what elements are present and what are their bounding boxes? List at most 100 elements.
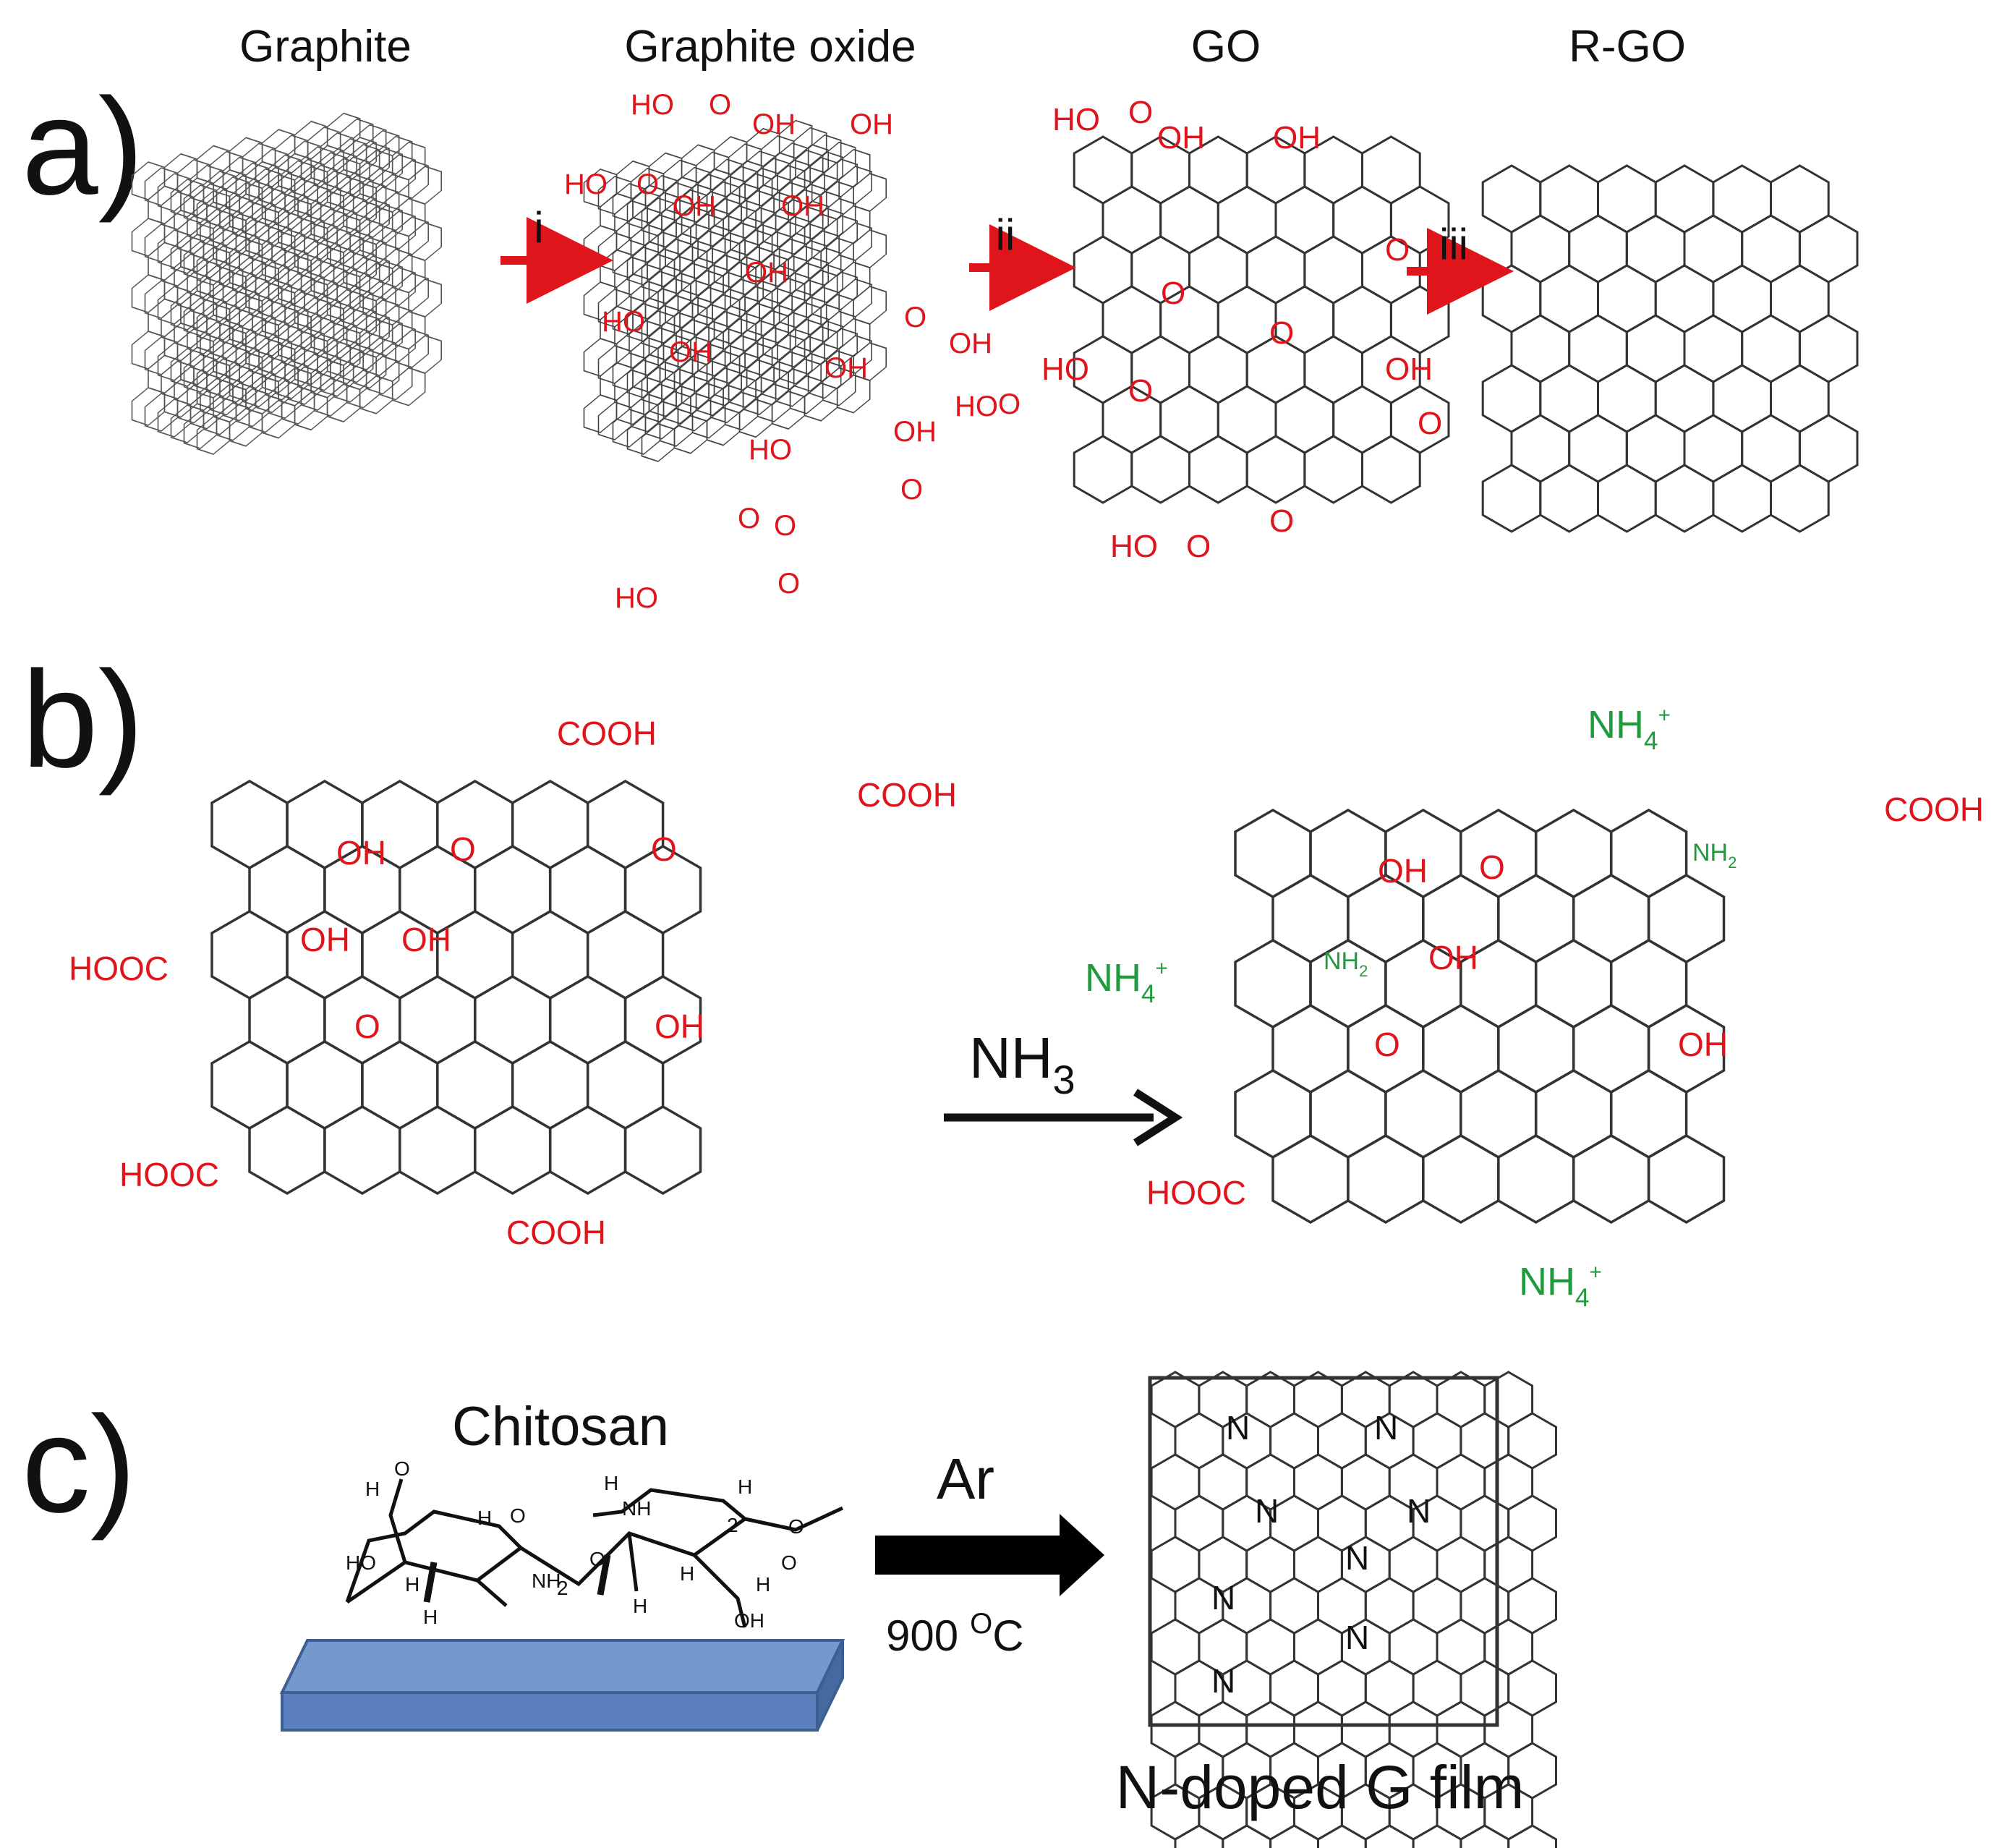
film-ring [1174,1824,1224,1848]
graphite-ring [157,173,192,212]
rgo-ring [1510,314,1571,383]
oxide-group-label: OH [752,108,796,140]
rgo-ring [1510,214,1571,284]
graphite-ring [163,153,198,192]
graphite-ring [352,349,387,389]
chitosan-atom: 2 [557,1577,568,1599]
chitosan-atom: H [633,1595,647,1617]
rgo-ring [1481,264,1542,333]
rgo-ring [1712,364,1772,433]
graphite-oxide-layer [626,141,873,455]
graphite-ring [216,401,250,441]
go-ring [1073,235,1133,305]
graphite-ring [326,383,361,423]
left-group-label: HOOC [69,950,169,987]
graphite-ring [382,154,417,193]
sheet-ring [286,1039,364,1130]
rgo-ring [1712,264,1772,333]
sheet-ring [1572,1003,1650,1094]
oxide-group-label: O [774,510,796,542]
go-group-label: O [1186,529,1211,564]
oxide-group-label: OH [850,108,893,140]
oxide-group-label: OH [669,336,712,368]
step-iii-label: iii [1439,220,1468,268]
rgo-ring [1481,164,1542,234]
graphite-ring [222,156,257,196]
sheet-ring [1309,808,1387,899]
sheet-ring [248,844,326,935]
rgo-ring [1712,164,1772,234]
sheet-ring [586,909,665,1000]
ndoped-film-label: N-doped G film [1116,1753,1525,1821]
film-ring [1507,1824,1557,1848]
sheet-ring [1647,1133,1726,1225]
go-ring [1361,135,1421,205]
oxide-group-label: HO [749,434,792,466]
rgo-ring [1654,364,1715,433]
amine-top: NH2 [1692,839,1737,872]
rgo-ring [1741,214,1801,284]
panel-b-letter: b) [22,643,144,796]
go-ring [1188,435,1248,504]
graphite-ring [157,399,192,438]
right-group-label: OH [1428,939,1478,976]
rgo-ring [1539,464,1599,533]
chitosan-atom: NH [622,1497,651,1520]
rgo-ring [1568,314,1628,383]
stage-label-graphite: Graphite [239,22,412,72]
go-ring [1303,435,1363,504]
rgo-ring [1770,364,1830,433]
graphite-ring [144,167,179,206]
sheet-ring [548,844,627,935]
oxide-group-label: O [777,568,800,600]
graphite-ring [157,229,192,268]
go-group-label: O [1269,315,1294,351]
film-ring [1364,1824,1415,1848]
go-group-label: HO [1052,102,1100,137]
rgo-ring [1568,214,1628,284]
nitrogen-atom: N [1345,1539,1369,1577]
sheet-ring [1271,1133,1350,1225]
sheet-ring [1234,938,1312,1029]
left-group-label: HOOC [119,1156,219,1193]
graphite-ring [382,323,417,362]
go-ring [1303,335,1363,404]
film-ring [1507,1494,1557,1552]
graphite-ring [395,216,430,255]
go-ring [1130,435,1190,504]
graphite-ring [183,410,218,449]
graphite-layer [131,112,378,426]
graphite-oxide-ring [793,352,827,392]
left-group-label: OH [336,834,386,872]
rgo-ring [1597,164,1657,234]
go-group-label: HO [1041,352,1089,387]
graphite-ring [281,386,315,425]
sheet-ring [1609,938,1688,1029]
rgo-ring [1683,314,1744,383]
oxide-group-label: HO [615,582,658,614]
rgo-sheet [1481,164,1859,533]
ammonium-bottom: NH4+ [1519,1260,1602,1312]
oxide-group-label: O [738,503,760,535]
film-ring [1507,1659,1557,1717]
rgo-ring [1798,214,1859,284]
go-ring [1188,235,1248,305]
graphite-ring [382,267,417,306]
go-ring [1073,135,1133,205]
rgo-ring [1597,264,1657,333]
ammonium-top: NH4+ [1588,703,1671,755]
go-group-label: O [1128,373,1153,409]
graphite-ring [203,396,237,435]
sheet-ring [474,844,552,935]
go-ring [1361,435,1421,504]
rgo-ring [1770,164,1830,234]
chitosan-atom: H [477,1507,492,1529]
film-ring [1222,1824,1272,1848]
chitosan-atom: OH [734,1609,764,1632]
graphite-ring [408,166,443,205]
argon-label: Ar [937,1447,994,1511]
chitosan-atom: O [788,1515,804,1538]
graphite-ring [255,148,289,188]
